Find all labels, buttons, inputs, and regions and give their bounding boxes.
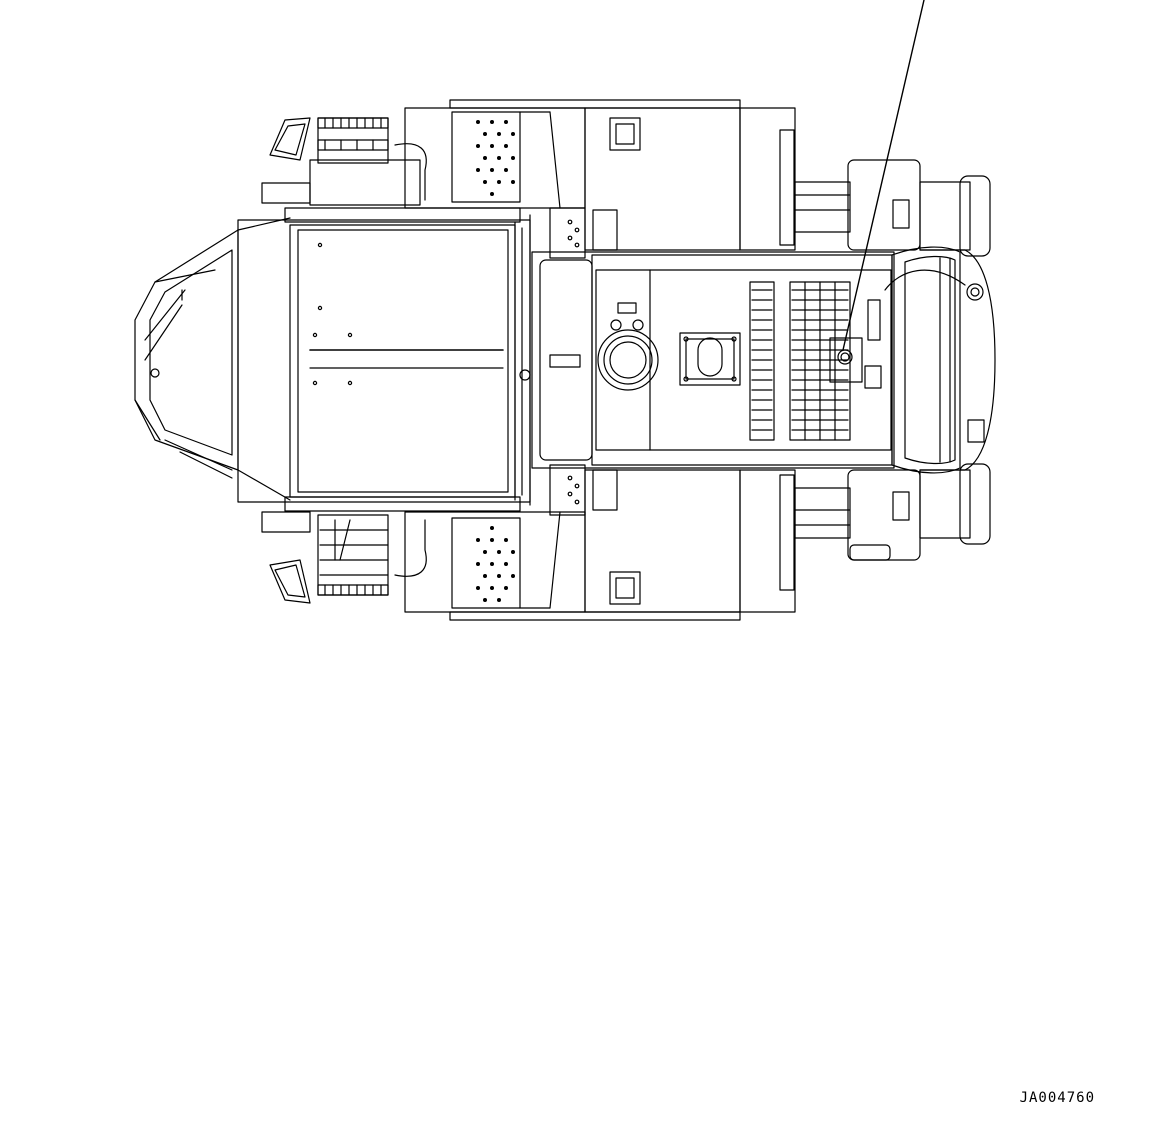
round-fitting-on-engine-hood [829,299,882,389]
lower-radiator-fins [317,529,389,596]
rear-lower-housing [794,463,991,561]
counterweight [884,246,996,474]
operator-deck [237,207,531,512]
cab-assembly [134,217,291,501]
engine-hood-louvres [749,281,851,441]
callout-leader-line [842,0,925,351]
rear-upper-housing [794,159,991,257]
lower-side-assembly [261,464,796,621]
upper-side-assembly [261,99,796,259]
upper-radiator-fins [317,117,389,151]
drawing-code: JA004760 [1019,1090,1095,1106]
lower-vent-holes [476,526,515,602]
upper-vent-holes [476,120,515,196]
